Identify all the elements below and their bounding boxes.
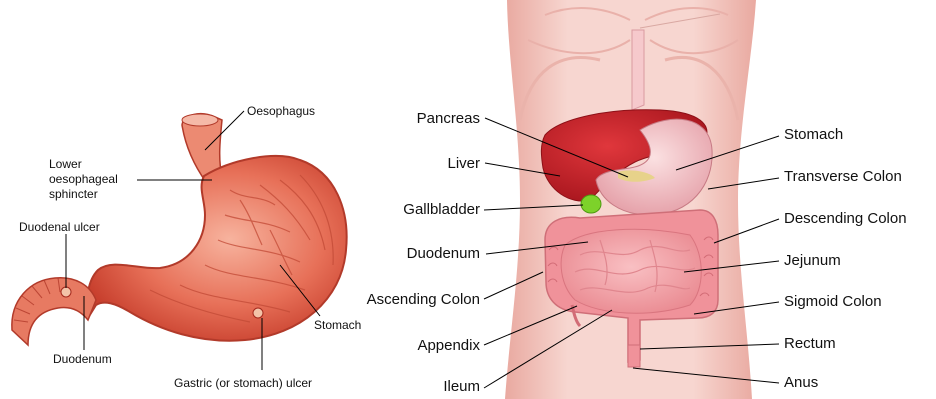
- label-stomach-small: Stomach: [314, 318, 361, 332]
- label-gallbladder: Gallbladder: [403, 201, 480, 218]
- label-lower-sphincter-line3: sphincter: [49, 187, 98, 201]
- label-ascending-colon: Ascending Colon: [367, 291, 480, 308]
- label-liver: Liver: [447, 155, 480, 172]
- label-appendix: Appendix: [417, 337, 480, 354]
- label-sigmoid-colon: Sigmoid Colon: [784, 293, 882, 310]
- label-pancreas: Pancreas: [417, 110, 480, 127]
- label-ileum: Ileum: [443, 378, 480, 395]
- label-duodenum-small: Duodenum: [53, 352, 112, 366]
- label-duodenal-ulcer: Duodenal ulcer: [19, 220, 100, 234]
- label-duodenum-big: Duodenum: [407, 245, 480, 262]
- label-rectum: Rectum: [784, 335, 836, 352]
- label-lower-sphincter-line2: oesophageal: [49, 172, 118, 186]
- label-jejunum: Jejunum: [784, 252, 841, 269]
- label-anus: Anus: [784, 374, 818, 391]
- label-descending-colon: Descending Colon: [784, 210, 907, 227]
- label-lower-sphincter-line1: Lower: [49, 157, 82, 171]
- label-stomach-big: Stomach: [784, 126, 843, 143]
- label-transverse-colon: Transverse Colon: [784, 168, 902, 185]
- label-oesophagus: Oesophagus: [247, 104, 315, 118]
- abdomen-illustration: [505, 0, 756, 399]
- label-gastric-ulcer: Gastric (or stomach) ulcer: [174, 376, 312, 390]
